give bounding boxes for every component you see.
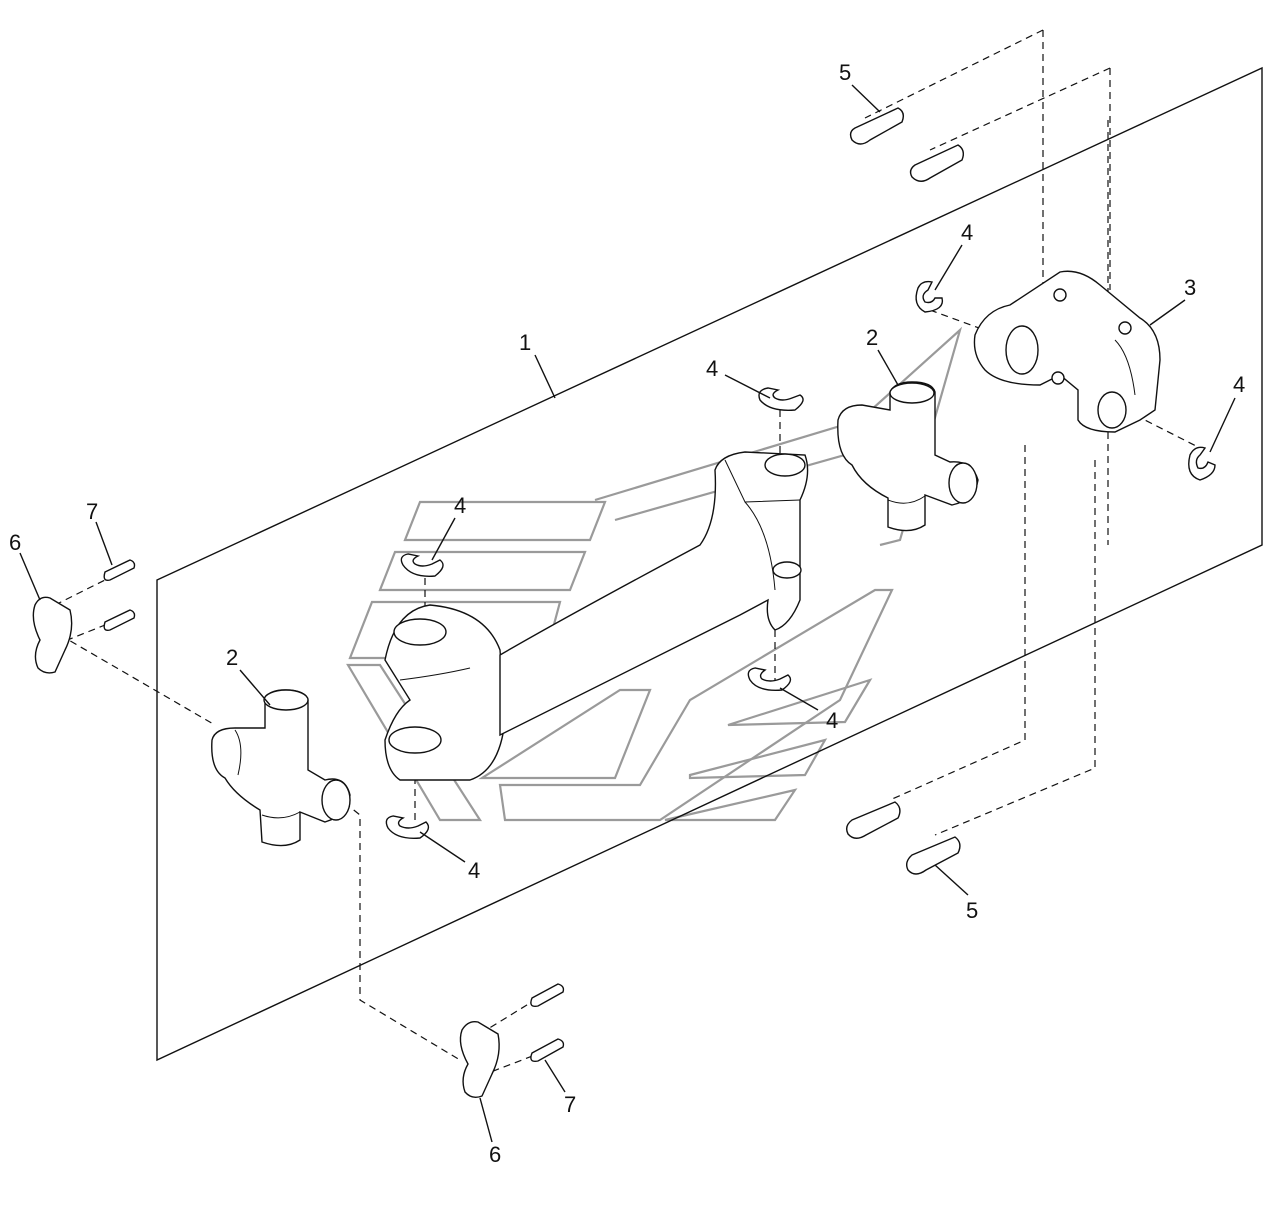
callout-4: 4 xyxy=(826,708,838,733)
callout-7: 7 xyxy=(86,499,98,524)
callout-2: 2 xyxy=(226,645,238,670)
callout-5: 5 xyxy=(966,898,978,923)
callout-4: 4 xyxy=(454,493,466,518)
callout-4: 4 xyxy=(468,858,480,883)
universal-joint-cross-left xyxy=(211,689,351,847)
flange-yoke xyxy=(973,270,1161,433)
leader-lines xyxy=(19,84,1236,1143)
watermark-logo xyxy=(346,326,963,822)
bolts xyxy=(845,107,965,875)
snap-rings xyxy=(385,280,1216,839)
callout-4: 4 xyxy=(706,356,718,381)
callout-6: 6 xyxy=(489,1142,501,1167)
callout-4: 4 xyxy=(961,220,973,245)
screws xyxy=(103,559,565,1063)
drive-shaft-outline-plane xyxy=(156,66,1263,1062)
callout-5: 5 xyxy=(839,60,851,85)
assembly-lines xyxy=(54,29,1201,1081)
callout-3: 3 xyxy=(1184,275,1196,300)
callout-labels: 1 2 2 3 4 4 4 4 4 4 5 5 6 6 7 7 xyxy=(9,60,1245,1167)
callout-1: 1 xyxy=(519,330,531,355)
bearing-straps xyxy=(32,596,500,1099)
callout-2: 2 xyxy=(866,325,878,350)
callout-6: 6 xyxy=(9,530,21,555)
callout-7: 7 xyxy=(564,1092,576,1117)
callout-4: 4 xyxy=(1233,372,1245,397)
universal-joint-cross-right xyxy=(837,381,979,532)
yoke-shaft xyxy=(384,451,809,781)
